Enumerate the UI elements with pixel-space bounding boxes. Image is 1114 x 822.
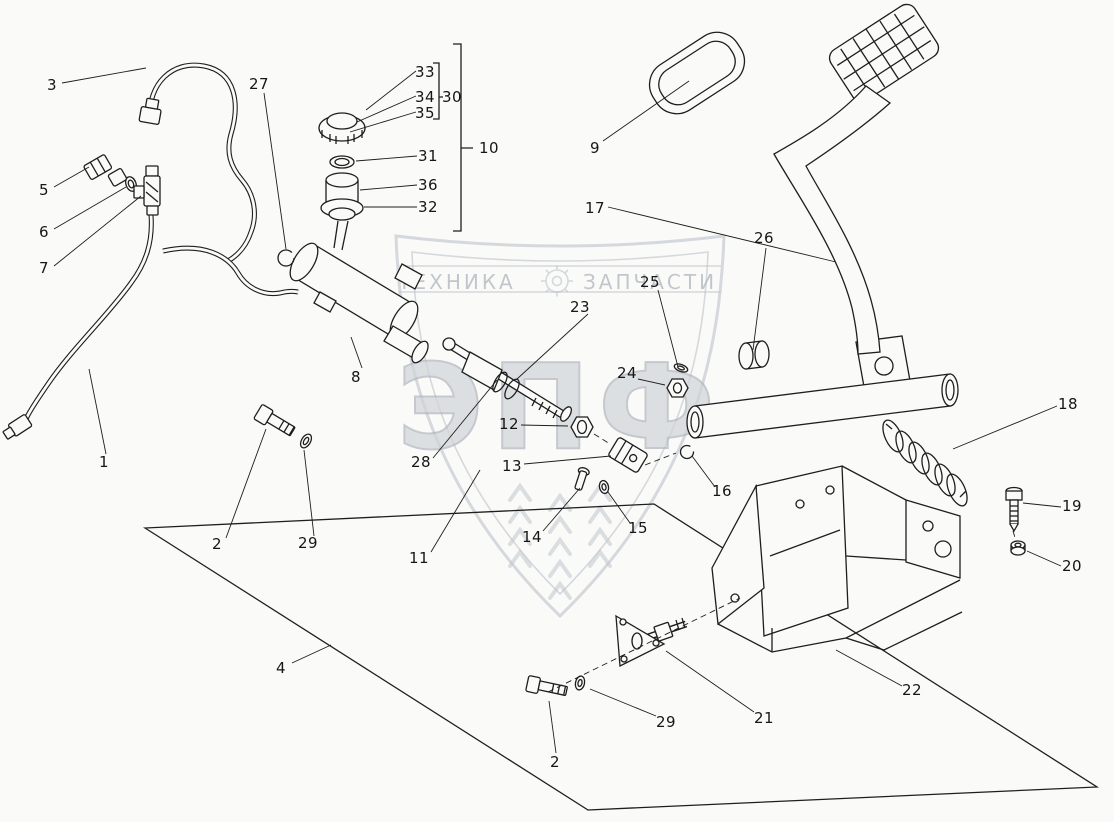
master-cylinder bbox=[289, 242, 429, 364]
lock-nut bbox=[570, 416, 594, 438]
grouping-brackets bbox=[433, 43, 473, 232]
watermark-monogram: ЭПФ bbox=[397, 338, 723, 476]
triangular-flange bbox=[615, 614, 666, 668]
boot bbox=[461, 351, 503, 391]
reservoir-body bbox=[320, 172, 364, 251]
pedal-arm bbox=[773, 85, 892, 355]
outlet-fitting bbox=[394, 263, 423, 290]
flange-pin-assembly bbox=[615, 614, 688, 668]
shaft-nut bbox=[666, 378, 689, 398]
pedal-plate bbox=[828, 3, 940, 103]
union-bolt bbox=[83, 154, 113, 180]
rod-collar bbox=[492, 371, 520, 400]
union-sleeve bbox=[107, 168, 128, 187]
shaft-bushing bbox=[738, 340, 770, 370]
pedal-assembly bbox=[648, 3, 940, 355]
leader-lines bbox=[53, 67, 1062, 754]
washer-upper bbox=[299, 433, 313, 449]
rod-washer bbox=[559, 406, 573, 422]
pipe-fittings bbox=[83, 154, 161, 216]
watermark: ТЕХНИКА ЗАПЧАСТИ ЭПФ bbox=[394, 234, 726, 619]
bolt-19 bbox=[1005, 486, 1023, 533]
reservoir-cap bbox=[318, 112, 366, 144]
gear-icon bbox=[541, 265, 573, 297]
return-spring bbox=[882, 419, 968, 507]
piston bbox=[383, 325, 429, 364]
hydraulic-pipes bbox=[2, 62, 299, 440]
watermark-right-text: ЗАПЧАСТИ bbox=[583, 270, 717, 294]
washer-lower bbox=[574, 675, 586, 691]
ground-plane-outline bbox=[142, 503, 1100, 811]
nut-20 bbox=[1010, 540, 1026, 556]
clevis-pin bbox=[574, 467, 590, 491]
circlip bbox=[277, 249, 295, 267]
retaining-ring bbox=[679, 444, 695, 460]
mounting-lug bbox=[313, 291, 337, 313]
tee-fitting bbox=[133, 165, 161, 216]
pedal-pad-cover bbox=[648, 31, 746, 115]
cap-gasket bbox=[329, 155, 355, 169]
reservoir-assembly bbox=[318, 112, 366, 251]
push-rod-assembly bbox=[442, 337, 648, 495]
pin-washer bbox=[598, 479, 610, 495]
mounting-bracket bbox=[711, 465, 963, 653]
bolt-lower bbox=[525, 675, 568, 696]
pipe-union-nut bbox=[138, 97, 162, 125]
fork bbox=[608, 437, 648, 473]
bolt-upper bbox=[253, 404, 296, 437]
pin-nut bbox=[653, 621, 674, 642]
pipe-end-fitting bbox=[2, 414, 33, 440]
